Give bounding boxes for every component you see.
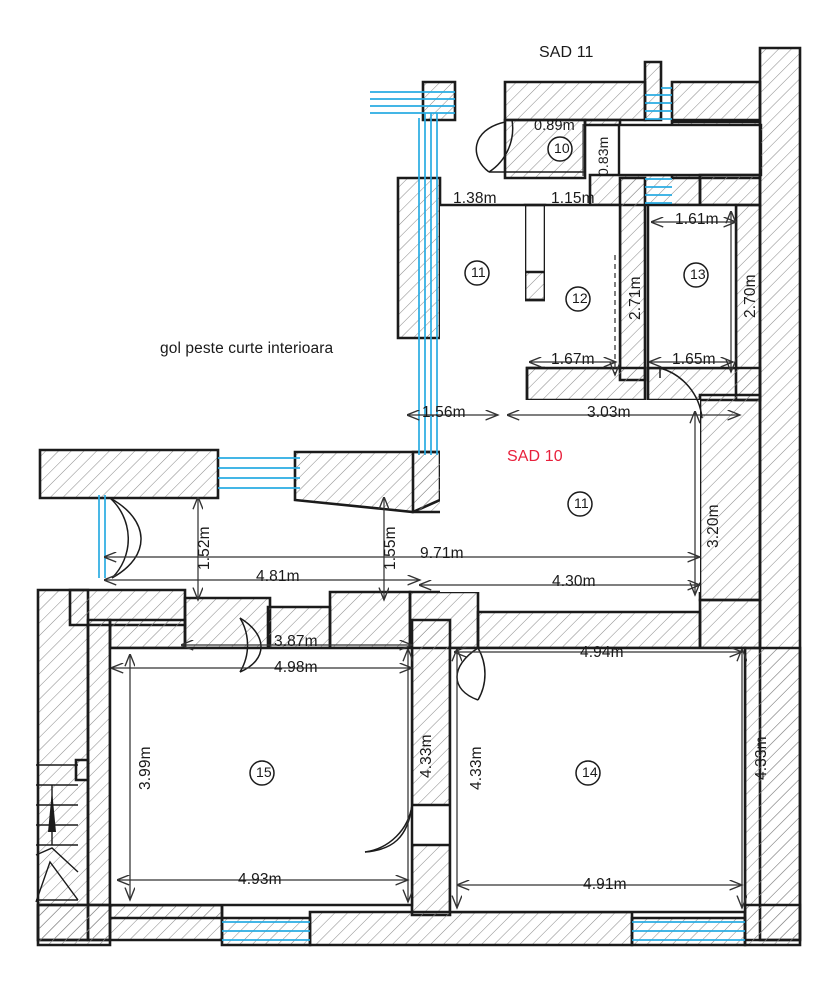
dimension-3-20m: 3.20m [705,504,722,548]
room-number-14: 14 [582,764,598,780]
room-number-13: 13 [690,266,706,282]
dimension-1-67m: 1.67m [551,351,595,368]
dimension-3-03m: 3.03m [587,404,631,421]
dimension-4-91m: 4.91m [583,876,627,893]
walls-layer [36,46,802,947]
dimension-4-93m: 4.93m [238,871,282,888]
room-number-10: 10 [554,140,570,156]
windows-layer [98,87,745,941]
room-number-11-upper: 11 [471,264,486,280]
label-courtyard-note: gol peste curte interioara [160,340,334,357]
room-number-11-lower: 11 [574,495,589,511]
dimension-4-98m: 4.98m [274,659,318,676]
dimension-9-71m: 9.71m [420,545,464,562]
dimension-1-61m: 1.61m [675,211,719,228]
room-number-circles [249,136,709,786]
label-sad-11: SAD 11 [539,44,594,61]
staircase [35,764,79,903]
dimension-4-94m: 4.94m [580,644,624,661]
dimension-4-33m-room14-left: 4.33m [468,746,485,790]
dimension-1-65m: 1.65m [672,351,716,368]
dimension-1-55m: 1.55m [382,526,399,570]
dimension-4-33m-room14-right: 4.33m [753,736,770,780]
room-number-12: 12 [572,290,588,306]
dimension-1-52m: 1.52m [196,526,213,570]
dimension-0-83m: 0.83m [595,136,611,176]
dimension-2-70m: 2.70m [742,274,759,318]
dimension-4-81m: 4.81m [256,568,300,585]
dimension-3-99m: 3.99m [137,746,154,790]
dimension-4-33m-room15-right: 4.33m [418,734,435,778]
dimension-4-30m: 4.30m [552,573,596,590]
dimension-0-89m: 0.89m [534,118,575,134]
dimension-3-87m: 3.87m [274,633,318,650]
dimension-lines [105,124,742,908]
dimension-1-15m: 1.15m [551,190,595,207]
label-sad-10: SAD 10 [507,448,563,465]
dimension-1-38m: 1.38m [453,190,497,207]
dimension-1-56m: 1.56m [422,404,466,421]
room-number-15: 15 [256,764,272,780]
dimension-2-71m: 2.71m [627,276,644,320]
